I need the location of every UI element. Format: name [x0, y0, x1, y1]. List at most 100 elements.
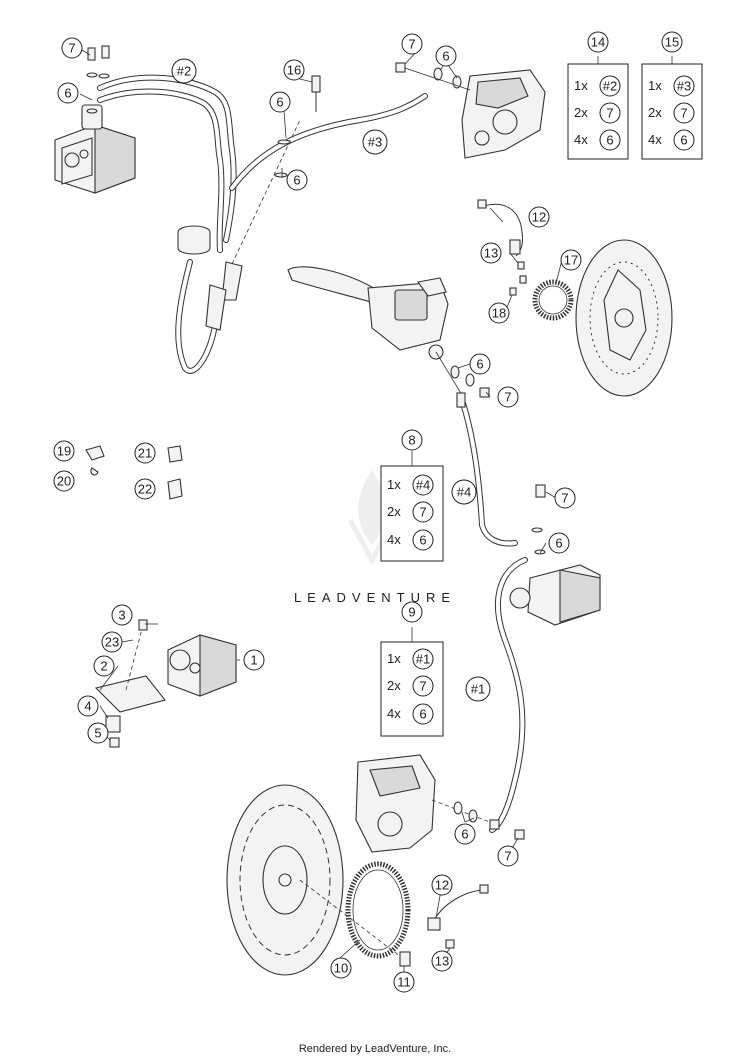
brake-line-2b [97, 88, 225, 253]
svg-text:7: 7 [606, 106, 613, 121]
svg-text:7: 7 [68, 41, 75, 56]
callout-12: 12 [528, 206, 550, 228]
svg-text:2x: 2x [387, 504, 401, 519]
abs-modulator-top [54, 104, 136, 194]
svg-text:9: 9 [408, 605, 415, 620]
kit-box-9: 9 1x #1 2x 7 4x 6 [380, 601, 444, 737]
svg-text:7: 7 [561, 491, 568, 506]
callout-16: 16 [283, 59, 305, 81]
callout-6: 6 [454, 823, 476, 845]
svg-text:#2: #2 [177, 64, 191, 79]
abs-tone-ring-rear [299, 861, 411, 967]
svg-text:7: 7 [419, 505, 426, 520]
svg-text:12: 12 [435, 878, 449, 893]
callout-7: 7 [554, 487, 576, 509]
abs-sensor-front [477, 199, 523, 257]
svg-text:1x: 1x [648, 78, 662, 93]
kit-box-14: 14 1x #2 2x 7 4x 6 [567, 31, 629, 160]
svg-text:6: 6 [419, 707, 426, 722]
svg-text:6: 6 [555, 536, 562, 551]
callout-21: 21 [134, 442, 156, 464]
callout-7: 7 [497, 845, 519, 867]
callout-6: 6 [469, 353, 491, 375]
svg-text:6: 6 [476, 357, 483, 372]
brake-line-2 [97, 74, 237, 243]
svg-text:12: 12 [532, 210, 546, 225]
svg-text:2x: 2x [574, 105, 588, 120]
brake-line-4 [459, 397, 518, 547]
brake-disc-front-lower [226, 784, 344, 976]
callout-20: 20 [53, 470, 75, 492]
part-21-clip [167, 445, 183, 463]
callout-13: 13 [431, 950, 453, 972]
brake-line-lower-left [175, 259, 217, 374]
svg-text:14: 14 [591, 35, 605, 50]
footer-credit: Rendered by LeadVenture, Inc. [298, 1043, 452, 1055]
callout-10: 10 [330, 957, 352, 979]
svg-text:13: 13 [435, 954, 449, 969]
svg-text:15: 15 [665, 35, 679, 50]
svg-text:7: 7 [504, 849, 511, 864]
callout-hose-2: #2 [171, 58, 197, 84]
svg-text:1x: 1x [387, 651, 401, 666]
svg-text:6: 6 [680, 133, 687, 148]
svg-text:4x: 4x [648, 132, 662, 147]
rear-master-cylinder [205, 119, 301, 331]
callout-7: 7 [497, 386, 519, 408]
callout-7: 7 [61, 37, 83, 59]
callout-6: 6 [435, 45, 457, 67]
svg-text:7: 7 [504, 390, 511, 405]
callout-6: 6 [57, 82, 79, 104]
exploded-parts-diagram: LEADVENTURE [53, 31, 703, 993]
svg-text:6: 6 [64, 86, 71, 101]
callout-17: 17 [560, 249, 582, 271]
svg-text:1x: 1x [574, 78, 588, 93]
front-brake-caliper [355, 754, 525, 853]
svg-text:#4: #4 [416, 478, 430, 493]
svg-text:2x: 2x [648, 105, 662, 120]
callout-6: 6 [286, 169, 308, 191]
callout-19: 19 [53, 440, 75, 462]
svg-text:21: 21 [138, 446, 152, 461]
hose-fittings-top [86, 45, 110, 114]
callout-hose-1: #1 [465, 676, 491, 702]
brake-line-3 [229, 93, 428, 191]
callout-12: 12 [431, 874, 453, 896]
rear-brake-caliper [395, 62, 546, 159]
svg-text:#3: #3 [368, 135, 382, 150]
svg-text:22: 22 [138, 482, 152, 497]
svg-text:11: 11 [397, 975, 411, 990]
watermark-text: LEADVENTURE [294, 590, 456, 605]
callout-hose-3: #3 [362, 129, 388, 155]
svg-text:16: 16 [287, 63, 301, 78]
svg-text:4x: 4x [387, 706, 401, 721]
svg-text:5: 5 [94, 726, 101, 741]
abs-sensor-rear [427, 884, 489, 949]
svg-text:10: 10 [334, 961, 348, 976]
svg-text:18: 18 [492, 306, 506, 321]
abs-unit-assembly [167, 634, 237, 697]
svg-text:6: 6 [461, 827, 468, 842]
svg-text:13: 13 [484, 246, 498, 261]
svg-text:#1: #1 [471, 682, 485, 697]
kit-box-15: 15 1x #3 2x 7 4x 6 [641, 31, 703, 160]
brake-disc-front-right [575, 239, 673, 397]
svg-text:#4: #4 [457, 485, 471, 500]
part-19-bracket [85, 445, 105, 476]
rear-brake-reservoir [177, 225, 211, 255]
svg-text:#2: #2 [603, 79, 617, 94]
callout-hose-4: #4 [451, 479, 477, 505]
abs-tone-ring-front [532, 279, 574, 321]
svg-text:3: 3 [118, 608, 125, 623]
svg-text:#3: #3 [677, 79, 691, 94]
brake-line-1 [489, 557, 528, 833]
svg-text:6: 6 [276, 95, 283, 110]
svg-text:4x: 4x [574, 132, 588, 147]
svg-text:19: 19 [57, 444, 71, 459]
callout-2: 2 [93, 655, 115, 677]
svg-text:7: 7 [408, 37, 415, 52]
callout-6: 6 [269, 91, 291, 113]
svg-text:7: 7 [419, 679, 426, 694]
callout-23: 23 [101, 631, 123, 653]
callout-11: 11 [393, 971, 415, 993]
